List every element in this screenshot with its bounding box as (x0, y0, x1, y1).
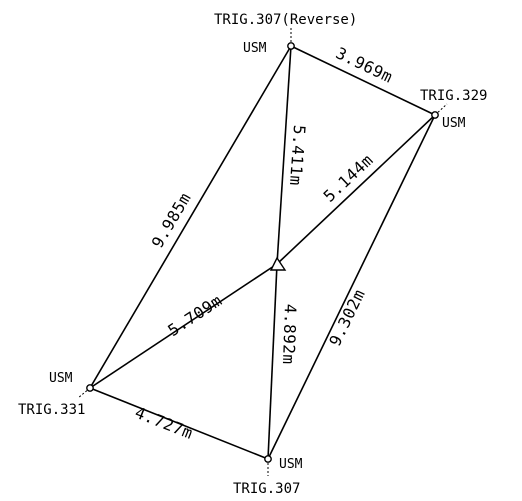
station-name-trig307: TRIG.307 (233, 481, 300, 497)
edge-reverse-center (276, 45, 292, 265)
station-point-trig307 (264, 455, 272, 463)
ext-trig329 (434, 103, 448, 116)
edge-329-307 (267, 114, 436, 460)
edge-331-center (89, 263, 278, 389)
edge-reverse-329 (290, 45, 436, 116)
station-point-trig331 (86, 384, 94, 392)
station-point-trig329 (431, 111, 439, 119)
distance-center-331: 5.709m (164, 291, 225, 340)
edge-331-307 (89, 387, 269, 460)
station-name-trig329: TRIG.329 (420, 88, 487, 104)
ext-trig331 (77, 387, 91, 399)
station-name-trig331: TRIG.331 (18, 402, 85, 418)
edge-center-307 (267, 263, 278, 460)
center-triangle-marker (269, 256, 287, 271)
marker-usm-trig329: USM (442, 116, 466, 131)
marker-usm-trig331: USM (49, 371, 73, 386)
distance-331-307: 4.727m (132, 403, 196, 443)
distance-reverse-329: 3.969m (333, 43, 396, 86)
edge-reverse-331 (89, 45, 292, 389)
station-name-trig307-reverse: TRIG.307(Reverse) (214, 12, 357, 28)
distance-center-307: 4.892m (279, 303, 300, 364)
marker-usm-trig307: USM (279, 457, 303, 472)
station-point-trig307-reverse (287, 42, 295, 50)
edge-329-center (276, 114, 436, 265)
marker-usm-trig307-reverse: USM (243, 41, 267, 56)
distance-reverse-center: 5.411m (286, 124, 309, 186)
distance-329-307: 9.302m (325, 286, 369, 349)
